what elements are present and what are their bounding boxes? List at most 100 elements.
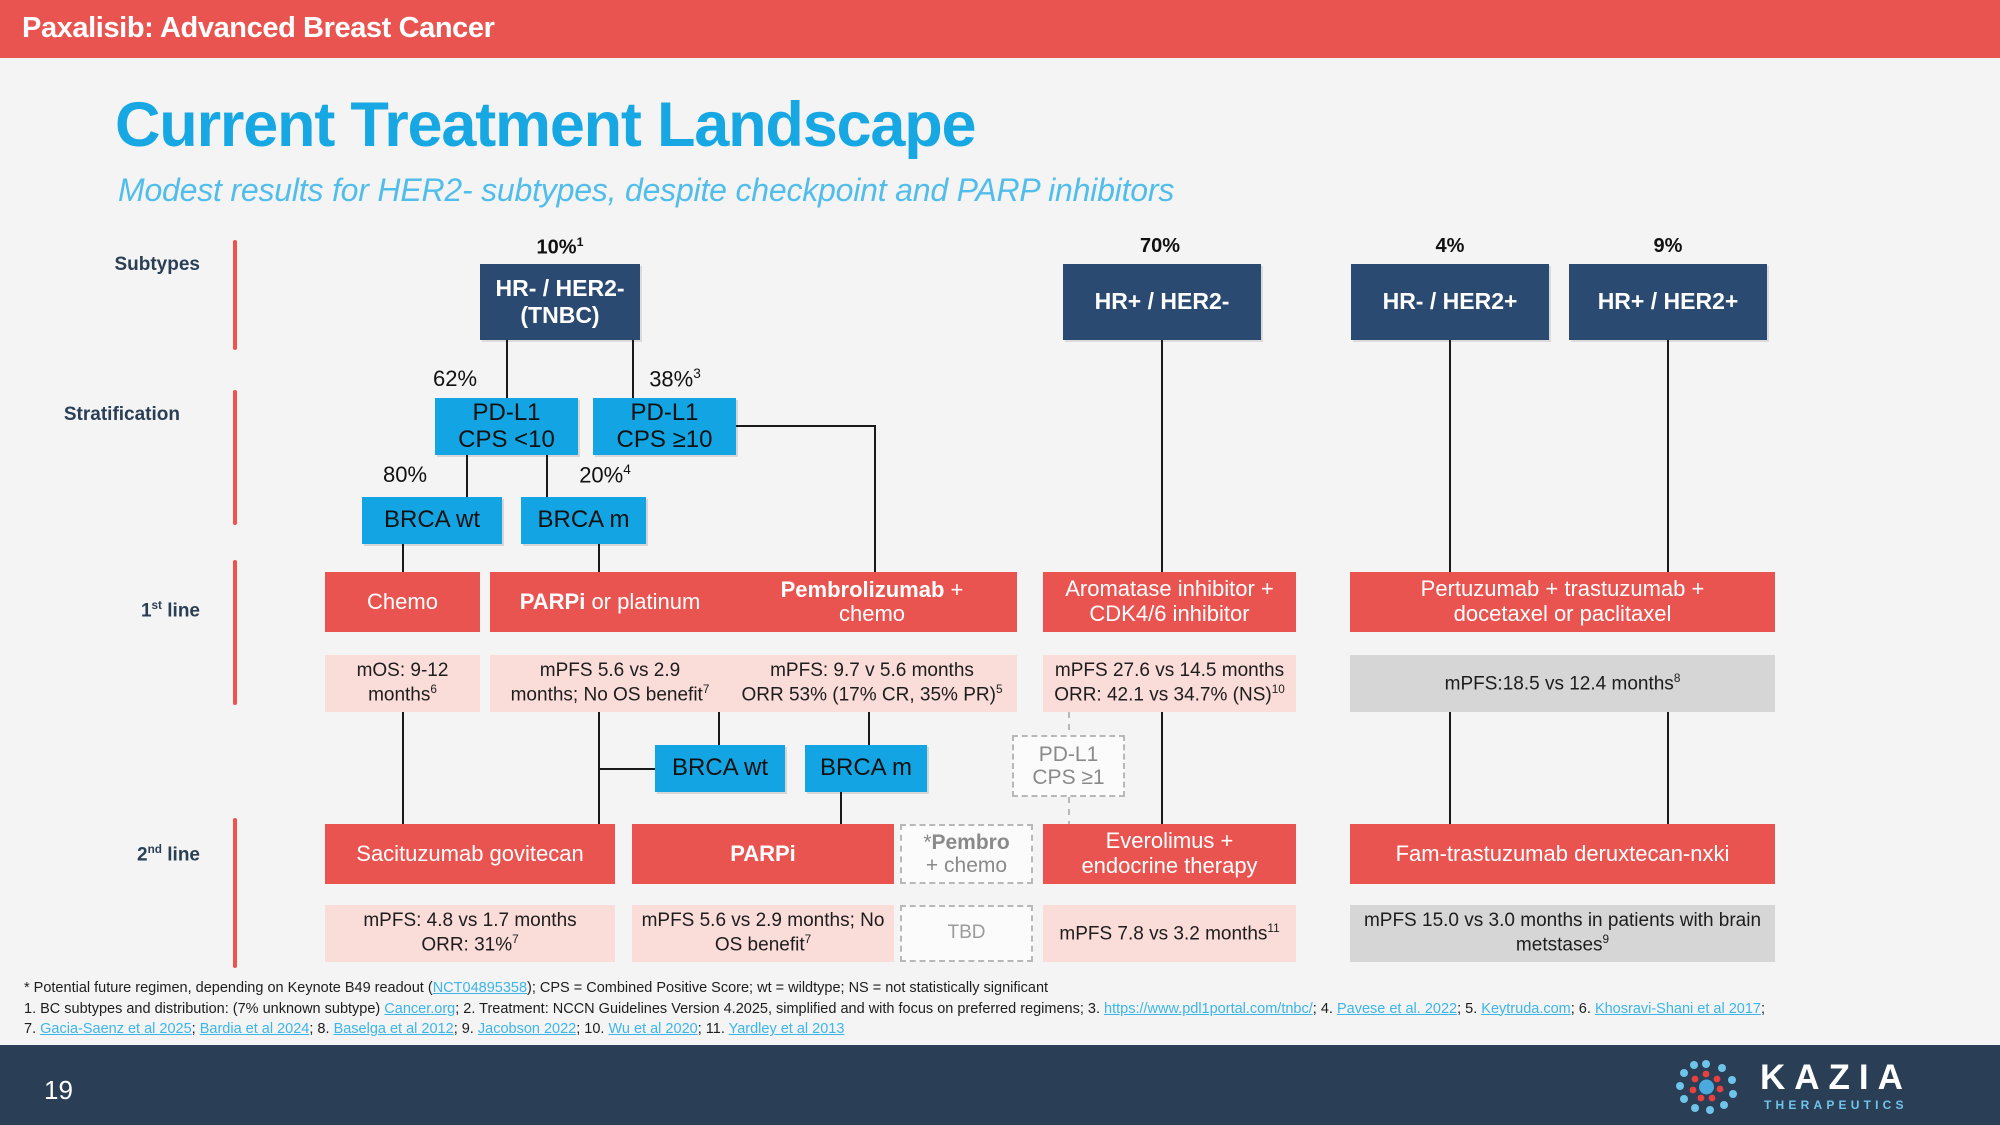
pdl1-cps1-line2: CPS ≥1 — [1032, 766, 1105, 789]
footnote2-text-c: ; 4. — [1312, 1000, 1337, 1017]
footer-bar — [0, 1045, 2000, 1125]
first-line-data-parpi: mPFS 5.6 vs 2.9 months; No OS benefit7 — [490, 655, 730, 712]
connector-her2-data-to-fam-trastuzumab-left — [1449, 712, 1451, 824]
footnote-line-2: 1. BC subtypes and distribution: (7% unk… — [24, 999, 1984, 1020]
footnote2-text-d: ; 5. — [1457, 1000, 1482, 1017]
footnote-line-3: 7. Gacia-Saenz et al 2025; Bardia et al … — [24, 1019, 1984, 1040]
footnote2-link-khosravi[interactable]: Khosravi-Shani et al 2017 — [1594, 1000, 1761, 1017]
pct-brca-m-value: 20% — [579, 462, 624, 488]
first-line-box-her2-regimen[interactable]: Pertuzumab + trastuzumab + docetaxel or … — [1350, 572, 1775, 632]
connector-cps-lt10-to-brca-m — [546, 455, 548, 497]
first-line-box-chemo[interactable]: Chemo — [325, 572, 480, 632]
fam-data-line2: metstases — [1515, 934, 1603, 956]
pct-hr-pos-her2-neg: 70% — [1139, 235, 1181, 257]
subtype-box-hr-neg-her2-pos[interactable]: HR- / HER2+ — [1351, 264, 1549, 340]
pembro-rest: + — [944, 576, 964, 602]
second-line-box-fam-trastuzumab[interactable]: Fam-trastuzumab deruxtecan-nxki — [1350, 824, 1775, 884]
mid-strat-box-pdl1-cps-ge1[interactable]: PD-L1 CPS ≥1 — [1012, 735, 1125, 797]
footnote3-link-yardley[interactable]: Yardley et al 2013 — [728, 1021, 845, 1038]
footnote3-text-a: 7. — [24, 1021, 41, 1038]
strat-box-pdl1-cps-lt10[interactable]: PD-L1 CPS <10 — [435, 398, 578, 455]
pdl1-cps1-line1: PD-L1 — [1038, 742, 1099, 766]
aromatase-line2: CDK4/6 inhibitor — [1089, 601, 1250, 626]
second-line-box-parpi[interactable]: PARPi — [632, 824, 894, 884]
connector-her2-data-to-fam-trastuzumab-right — [1667, 712, 1669, 824]
strat-box-brca-wt[interactable]: BRCA wt — [362, 497, 502, 544]
subtype-tnbc-line2: (TNBC) — [520, 302, 600, 328]
second-line-sup: nd — [147, 843, 162, 856]
first-line-data-aromatase: mPFS 27.6 vs 14.5 months ORR: 42.1 vs 34… — [1043, 655, 1296, 712]
mid-strat-box-brca-wt[interactable]: BRCA wt — [655, 745, 785, 792]
footnote1-text-a: * Potential future regimen, depending on… — [24, 980, 433, 996]
chemo-data-line1: mOS: 9-12 — [356, 660, 449, 682]
header-eyebrow-title: Paxalisib: Advanced Breast Cancer — [22, 12, 495, 44]
connector-hr-neg-her2-pos-to-her2-regimen — [1449, 340, 1451, 572]
subtype-box-hr-pos-her2-neg[interactable]: HR+ / HER2- — [1063, 264, 1261, 340]
pembro-line2: chemo — [838, 601, 906, 626]
connector-brca-wt-elbow-horizontal — [598, 768, 655, 770]
subtype-box-tnbc[interactable]: HR- / HER2- (TNBC) — [480, 264, 640, 340]
everolimus-data-text: mPFS 7.8 vs 3.2 months — [1059, 922, 1268, 944]
fam-data-line1: mPFS 15.0 vs 3.0 months in patients with… — [1363, 910, 1762, 932]
second-line-box-pembro[interactable]: *Pembro + chemo — [900, 824, 1033, 884]
parpi-data-ref: 7 — [702, 682, 710, 696]
connector-hr-pos-her2-neg-to-aromatase — [1161, 340, 1163, 572]
aromatase-line1: Aromatase inhibitor + — [1065, 576, 1274, 602]
footnote2-text-a: 1. BC subtypes and distribution: (7% unk… — [24, 1000, 385, 1017]
footnote3-link-wu[interactable]: Wu et al 2020 — [608, 1021, 698, 1038]
connector-chemo-data-to-sacituzumab — [402, 712, 404, 824]
sacituzumab-data-line1: mPFS: 4.8 vs 1.7 months — [363, 910, 577, 932]
row-rule-first-line — [233, 560, 237, 705]
footnote2-text-b: ; 2. Treatment: NCCN Guidelines Version … — [455, 1000, 1105, 1017]
page-number: 19 — [44, 1075, 73, 1105]
footnote2-link-pdl1portal[interactable]: https://www.pdl1portal.com/tnbc/ — [1104, 1000, 1313, 1017]
footnote2-link-cancer-org[interactable]: Cancer.org — [384, 1000, 456, 1017]
everolimus-line2: endocrine therapy — [1081, 853, 1258, 878]
second-line-box-sacituzumab[interactable]: Sacituzumab govitecan — [325, 824, 615, 884]
second-line-data-sacituzumab: mPFS: 4.8 vs 1.7 months ORR: 31%7 — [325, 905, 615, 962]
second-line-data-everolimus: mPFS 7.8 vs 3.2 months11 — [1043, 905, 1296, 962]
first-line-box-aromatase[interactable]: Aromatase inhibitor + CDK4/6 inhibitor — [1043, 572, 1296, 632]
connector-brca-m-to-parpi — [598, 544, 600, 572]
first-line-box-pembrolizumab[interactable]: Pembrolizumab + chemo — [727, 572, 1017, 632]
chemo-data-ref: 6 — [430, 682, 437, 696]
strat-box-brca-m[interactable]: BRCA m — [521, 497, 646, 544]
second-line-box-everolimus[interactable]: Everolimus + endocrine therapy — [1043, 824, 1296, 884]
pct-brca-m: 20%4 — [550, 462, 660, 488]
second-line-base: 2 — [137, 844, 148, 866]
strat-box-pdl1-cps-ge10[interactable]: PD-L1 CPS ≥10 — [593, 398, 736, 455]
mid-strat-box-brca-m[interactable]: BRCA m — [805, 745, 927, 792]
row-rule-second-line — [233, 818, 237, 968]
parpi-data-line1: mPFS 5.6 vs 2.9 — [539, 660, 681, 682]
first-line-data-chemo: mOS: 9-12 months6 — [325, 655, 480, 712]
parpi-2nd-label: PARPi — [730, 841, 796, 867]
footnote2-text-e: ; 6. — [1570, 1000, 1595, 1017]
row-label-stratification: Stratification — [63, 404, 180, 425]
subtype-box-hr-pos-her2-pos[interactable]: HR+ / HER2+ — [1569, 264, 1767, 340]
footnote3-link-baselga[interactable]: Baselga et al 2012 — [333, 1021, 454, 1038]
connector-aromatase-data-to-pdl1-cps1 — [1068, 712, 1070, 735]
connector-aromatase-data-to-everolimus — [1161, 712, 1163, 824]
logo-tagline: THERAPEUTICS — [1764, 1098, 1908, 1112]
footnote2-link-pavese[interactable]: Pavese et al. 2022 — [1336, 1000, 1458, 1017]
header-bar: Paxalisib: Advanced Breast Cancer — [0, 0, 2000, 58]
footnote2-text-f: ; — [1761, 1000, 1766, 1017]
everolimus-data-ref: 11 — [1267, 921, 1280, 935]
footnote3-link-gacia-saenz[interactable]: Gacia-Saenz et al 2025 — [40, 1021, 192, 1038]
her2-data-text: mPFS:18.5 vs 12.4 months — [1444, 672, 1674, 694]
page-subtitle: Modest results for HER2- subtypes, despi… — [118, 172, 1175, 208]
pct-tnbc: 10%1 — [500, 235, 620, 260]
pct-hr-pos-her2-pos: 9% — [1653, 235, 1683, 257]
pct-tnbc-value: 10% — [536, 236, 577, 259]
footnote-line-1: * Potential future regimen, depending on… — [24, 978, 1984, 999]
footnote2-link-keytruda[interactable]: Keytruda.com — [1481, 1000, 1571, 1017]
footnote3-link-jacobson[interactable]: Jacobson 2022 — [477, 1021, 577, 1038]
footnote3-link-bardia[interactable]: Bardia et al 2024 — [199, 1021, 310, 1038]
footnote3-text-c: ; 8. — [309, 1021, 334, 1038]
first-line-data-her2-regimen: mPFS:18.5 vs 12.4 months8 — [1350, 655, 1775, 712]
footnote1-link-nct[interactable]: NCT04895358 — [432, 980, 528, 996]
pembro-2nd-line2: + chemo — [925, 854, 1008, 877]
first-line-box-parpi[interactable]: PARPi or platinum — [490, 572, 730, 632]
parpi-bold: PARPi — [519, 589, 586, 615]
connector-cps-ge10-elbow-horizontal — [736, 425, 876, 427]
